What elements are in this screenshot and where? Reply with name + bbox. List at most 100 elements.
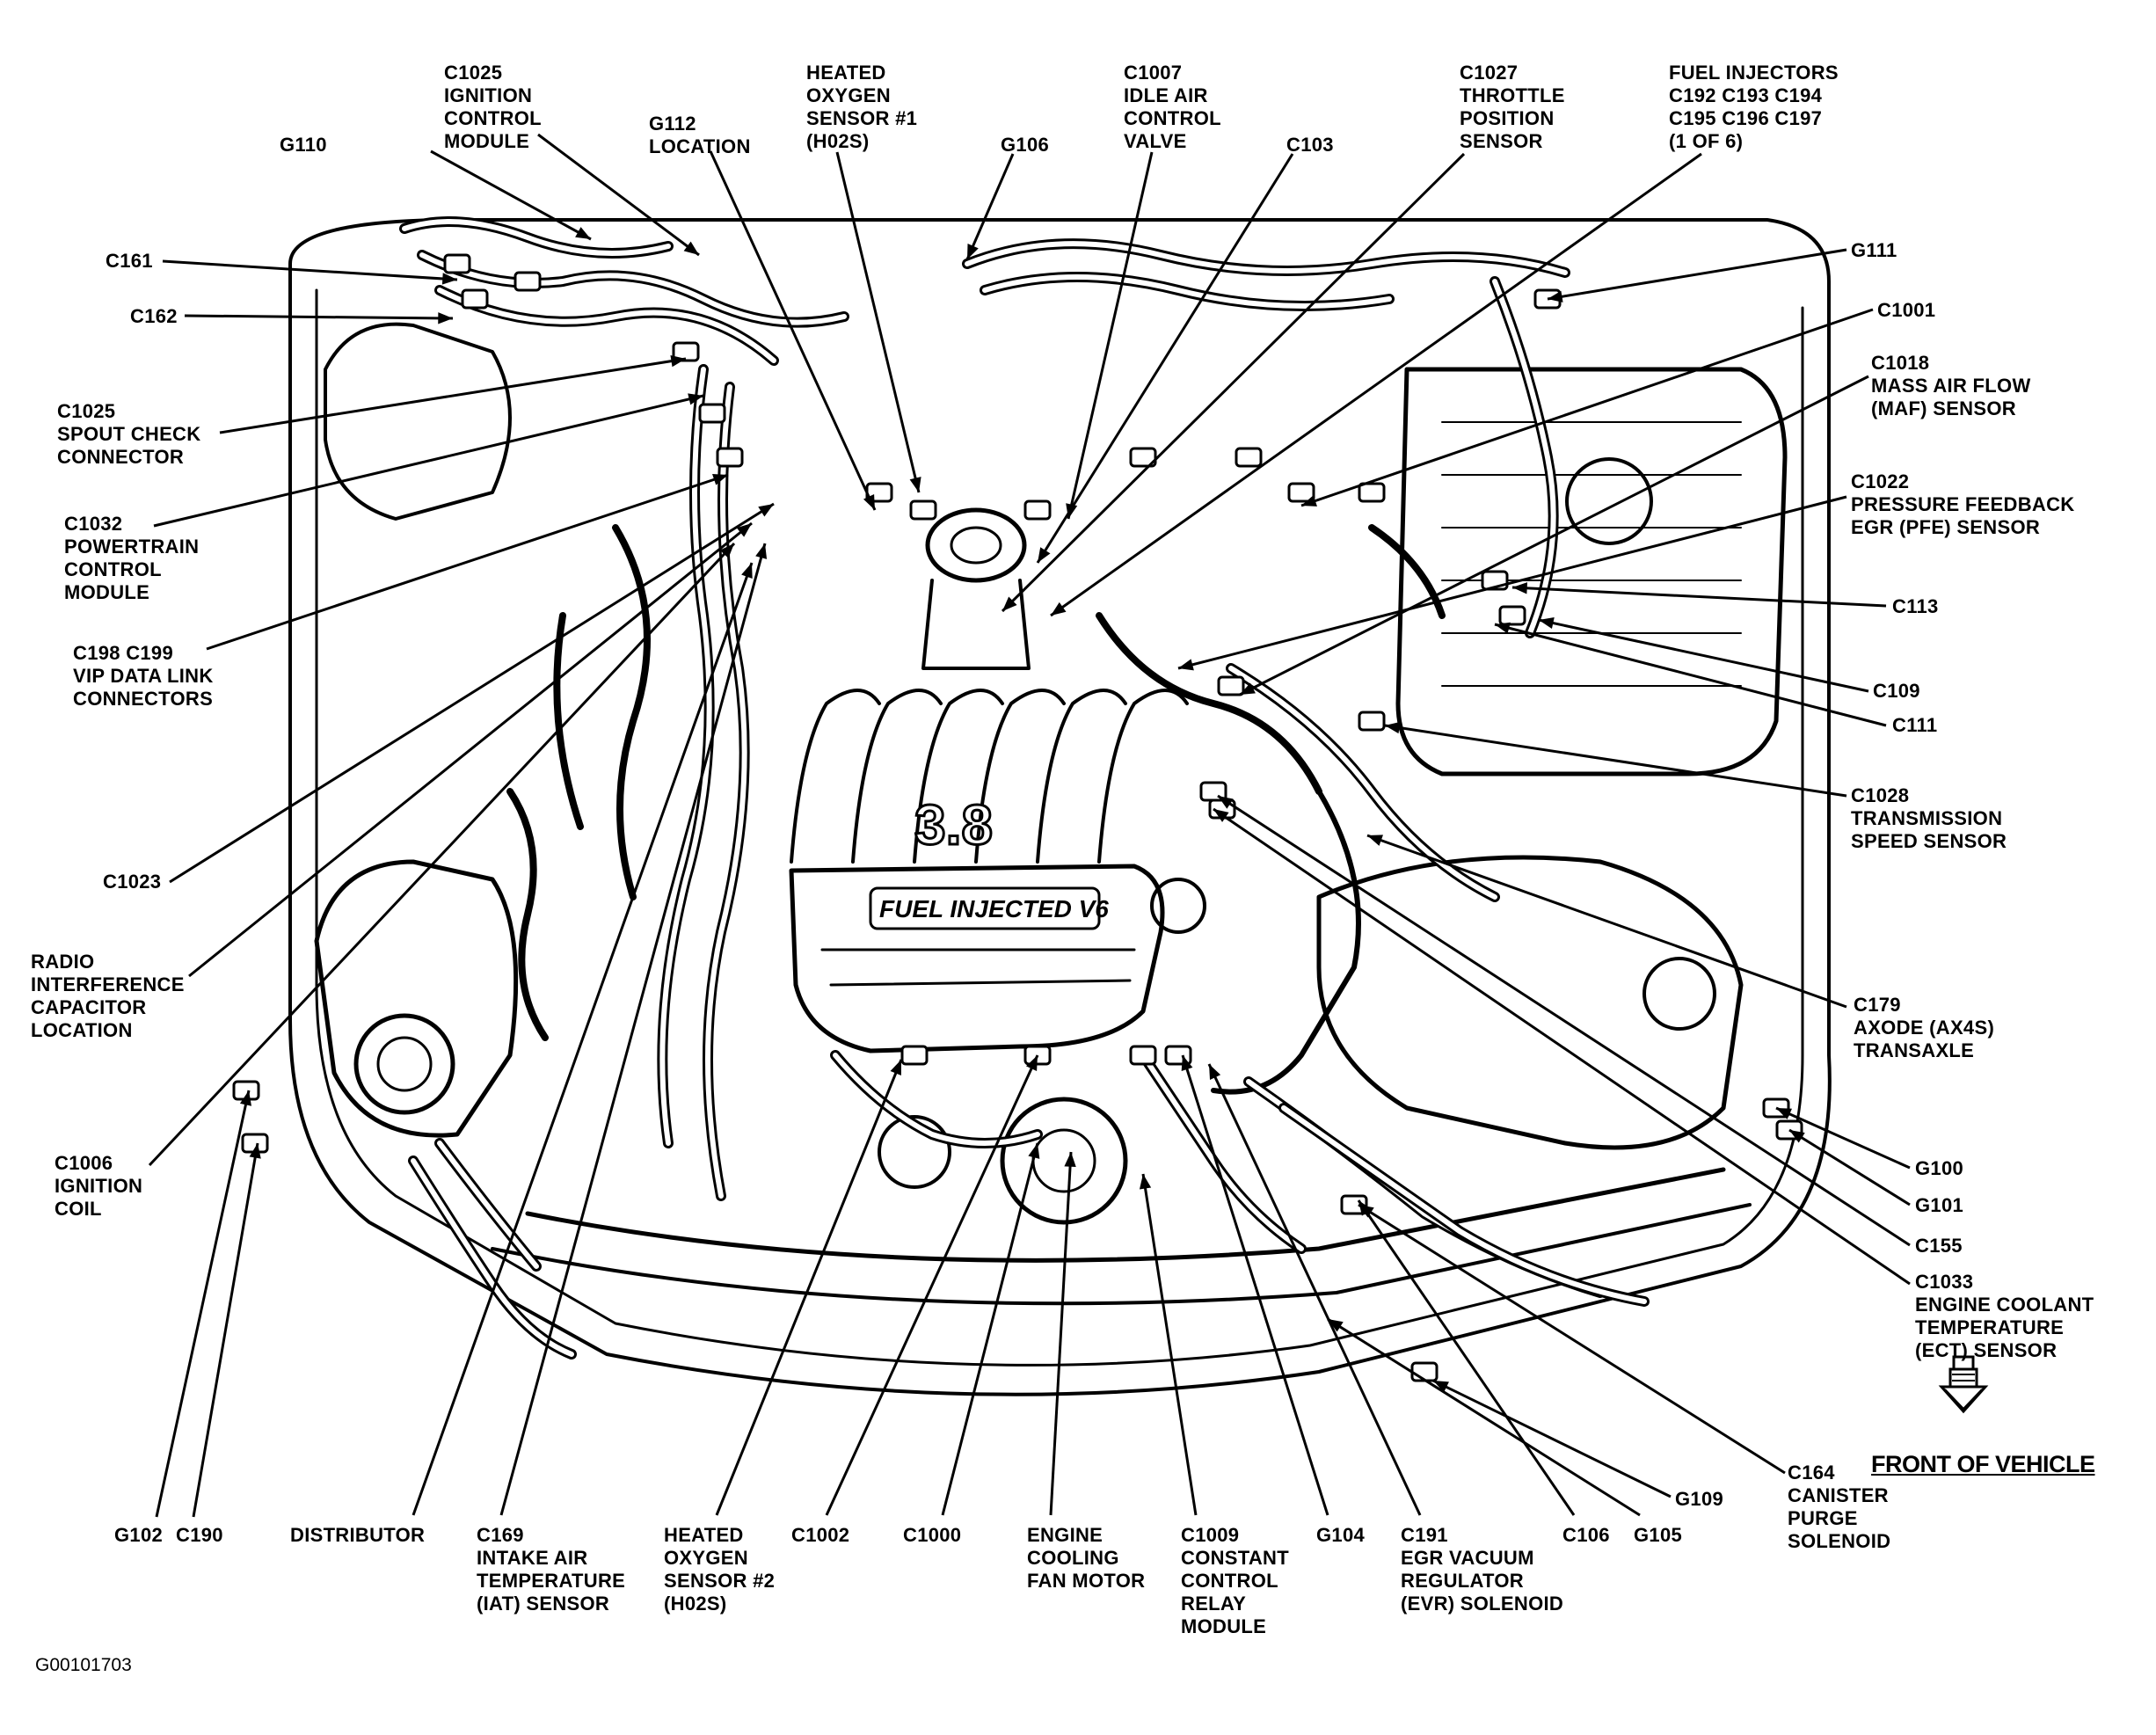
- leader-line-g104: [1181, 1054, 1329, 1516]
- intake-runner: [1097, 689, 1189, 864]
- callout-label-g110: G110: [280, 134, 327, 156]
- callout-label-c103: C103: [1286, 134, 1334, 156]
- wiring-harness-core: [1281, 1105, 1647, 1304]
- leader-line-g100: [1775, 1106, 1911, 1170]
- leader-arrowhead: [1209, 1064, 1221, 1080]
- leader-line-c161: [162, 259, 458, 281]
- wiring-harness-core: [1228, 666, 1497, 900]
- connector: [1217, 675, 1245, 696]
- connector: [1358, 711, 1386, 732]
- leader-arrowhead: [1240, 682, 1256, 695]
- wiring-harness: [703, 382, 750, 1201]
- callout-label-c1006: C1006 IGNITION COIL: [55, 1152, 143, 1220]
- wiring-harness-core: [437, 288, 776, 363]
- vacuum-hose: [506, 788, 549, 1041]
- leader-arrowhead: [1385, 721, 1401, 734]
- callout-label-h02s1: HEATED OXYGEN SENSOR #1 (H02S): [806, 62, 918, 152]
- leader-arrowhead: [1038, 547, 1051, 563]
- leader-line-g101: [1788, 1128, 1911, 1206]
- callout-label-g105: G105: [1634, 1524, 1683, 1546]
- callout-label-g111: G111: [1851, 239, 1897, 261]
- wiring-harness-core: [965, 241, 1568, 275]
- callout-label-c111: C111: [1892, 714, 1938, 736]
- leader-line-c191: [1207, 1063, 1422, 1516]
- leader-arrowhead: [1358, 1200, 1372, 1216]
- egr-valve: [1150, 878, 1206, 934]
- vacuum-hose: [1368, 524, 1446, 619]
- air-cleaner-box: [1395, 367, 1788, 776]
- callout-label-g101: G101: [1915, 1194, 1964, 1216]
- leader-arrowhead: [1178, 659, 1194, 671]
- leader-line-c190: [192, 1142, 259, 1518]
- leader-line-c1022: [1177, 495, 1847, 670]
- leader-arrowhead: [1025, 1055, 1038, 1071]
- leader-arrowhead: [1789, 1130, 1805, 1143]
- callout-label-g102: G102: [114, 1524, 164, 1546]
- leader-line-c1023: [169, 502, 775, 884]
- leader-arrowhead: [239, 1090, 251, 1106]
- engine-fuel-injected-badge: FUEL INJECTED V6: [879, 895, 1109, 922]
- leader-line-fan: [1049, 1151, 1073, 1516]
- leader-line-g111: [1547, 248, 1847, 301]
- leader-arrowhead: [438, 312, 453, 324]
- leader-arrowhead: [670, 355, 686, 368]
- callout-label-c1018: C1018 MASS AIR FLOW (MAF) SENSOR: [1871, 352, 2031, 419]
- leader-line-c103: [1036, 153, 1294, 564]
- connector: [1410, 1361, 1439, 1382]
- vacuum-hose: [612, 524, 651, 900]
- radiator-support: [525, 1167, 1726, 1263]
- leader-line-c106: [1357, 1199, 1576, 1516]
- leader-arrowhead: [1548, 290, 1563, 303]
- cooling-fan-hub: [1031, 1128, 1096, 1193]
- wiring-harness-core: [419, 252, 847, 325]
- callout-label-c191: C191 EGR VACUUM REGULATOR (EVR) SOLENOID: [1401, 1524, 1564, 1615]
- intake-runner: [974, 689, 1066, 864]
- connector: [900, 1045, 929, 1066]
- leader-arrowhead: [688, 393, 703, 405]
- callout-label-injectors: FUEL INJECTORS C192 C193 C194 C195 C196 …: [1669, 62, 1839, 152]
- wiring-harness: [1138, 1050, 1307, 1254]
- leader-line-c1007: [1067, 151, 1154, 520]
- maf-housing: [1565, 457, 1653, 545]
- connector: [1498, 605, 1526, 626]
- leader-line-distributor: [412, 562, 754, 1516]
- leader-line-g112: [709, 150, 877, 511]
- wiring-harness-core: [1140, 1053, 1304, 1251]
- leader-arrowhead: [758, 504, 774, 517]
- front-direction-arrow-icon: [1938, 1355, 1989, 1414]
- transaxle-case: [1316, 855, 1744, 1150]
- wiring-harness: [830, 1050, 1043, 1148]
- wiring-harness: [399, 216, 674, 259]
- air-intake-duct: [1211, 789, 1361, 1095]
- intake-runner: [1036, 689, 1127, 864]
- leader-line-g105: [1327, 1317, 1641, 1517]
- intake-runner: [790, 689, 881, 864]
- connector: [1129, 447, 1157, 468]
- leader-arrowhead: [1051, 601, 1067, 616]
- callout-label-g109: G109: [1675, 1488, 1724, 1510]
- connector: [1287, 482, 1315, 503]
- callout-label-c1001: C1001: [1877, 299, 1936, 321]
- intake-plenum: [789, 864, 1165, 1053]
- wiring-harness: [408, 1155, 577, 1360]
- wiring-harness-core: [402, 219, 671, 256]
- leader-arrowhead: [1539, 617, 1555, 630]
- callout-label-c106: C106: [1562, 1524, 1610, 1546]
- leader-line-c111: [1494, 623, 1887, 727]
- callout-label-g112: G112 LOCATION: [649, 113, 751, 157]
- reservoir-left: [324, 322, 512, 521]
- leader-line-c109: [1538, 618, 1869, 693]
- leader-line-injectors: [1050, 152, 1702, 617]
- callout-label-radio: RADIO INTERFERENCE CAPACITOR LOCATION: [31, 951, 185, 1041]
- callout-label-c1009: C1009 CONSTANT CONTROL RELAY MODULE: [1181, 1524, 1289, 1637]
- leader-line-c155: [1217, 794, 1911, 1247]
- leader-line-c164: [1358, 1203, 1786, 1475]
- intake-runner: [851, 689, 943, 864]
- throttle-bore: [950, 526, 1002, 565]
- leader-arrowhead: [1064, 1152, 1076, 1168]
- throttle-body: [925, 507, 1027, 583]
- front-of-vehicle-label: FRONT OF VEHICLE: [1871, 1451, 2095, 1477]
- wiring-harness-core: [1492, 279, 1556, 636]
- callout-label-c1023: C1023: [103, 871, 162, 893]
